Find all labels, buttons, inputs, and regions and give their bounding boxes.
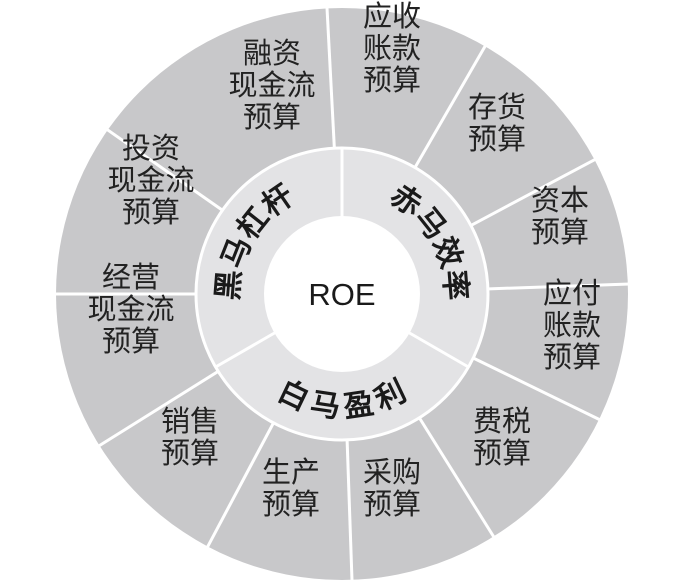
outer-segment-line: 应付 [543,276,601,310]
outer-segment-line: 资本 [531,183,589,217]
outer-divider-2 [412,43,488,171]
outer-segment-line: 存货 [468,90,526,124]
outer-divider-3 [468,157,597,228]
outer-divider-8 [205,420,276,549]
outer-segment-line: 现金流 [228,68,315,102]
outer-segment-line: 融资 [243,36,301,70]
outer-divider-7 [345,437,354,582]
outer-divider-6 [417,415,496,540]
outer-divider-1 [325,6,336,151]
outer-segment-line: 现金流 [87,292,174,326]
outer-segment-line: 应收 [363,0,421,33]
outer-segment-line: 投资 [122,131,180,165]
outer-segment-line: 预算 [122,195,180,229]
outer-segment-line: 预算 [102,324,160,358]
outer-segment-line: 销售 [161,404,219,438]
outer-segment-line: 预算 [262,487,320,521]
outer-divider-5 [470,355,602,422]
outer-segment-line: 预算 [468,122,526,156]
center-circle [264,216,420,372]
outer-segment-line: 费税 [473,404,531,438]
outer-segment-line: 预算 [363,63,421,97]
outer-segment-line: 账款 [363,31,421,65]
inner-ring-char: 马 [308,386,343,425]
outer-segment-line: 预算 [363,487,421,521]
outer-segment-line: 预算 [531,215,589,249]
outer-segment-line: 预算 [543,340,601,374]
outer-segment-line: 预算 [473,436,531,470]
inner-ring-char: 黑 [211,269,248,302]
outer-segment-line: 生产 [262,455,320,489]
inner-ring-char: 率 [436,269,473,302]
outer-segment-line: 账款 [543,308,601,342]
ring-boundary [194,146,490,442]
outer-segment-line: 预算 [243,100,301,134]
outer-segment-line: 采购 [363,455,421,489]
inner-ring-char: 盈 [341,386,376,425]
inner-divider-2 [407,330,471,369]
outer-segment-line: 现金流 [107,163,194,197]
outer-divider-9 [96,369,221,448]
inner-divider-3 [213,330,277,369]
outer-divider-4 [485,282,630,291]
outer-segment-line: 预算 [161,436,219,470]
outer-divider-11 [105,127,225,213]
outer-segment-line: 经营 [102,260,160,294]
center-label: ROE [308,277,375,312]
